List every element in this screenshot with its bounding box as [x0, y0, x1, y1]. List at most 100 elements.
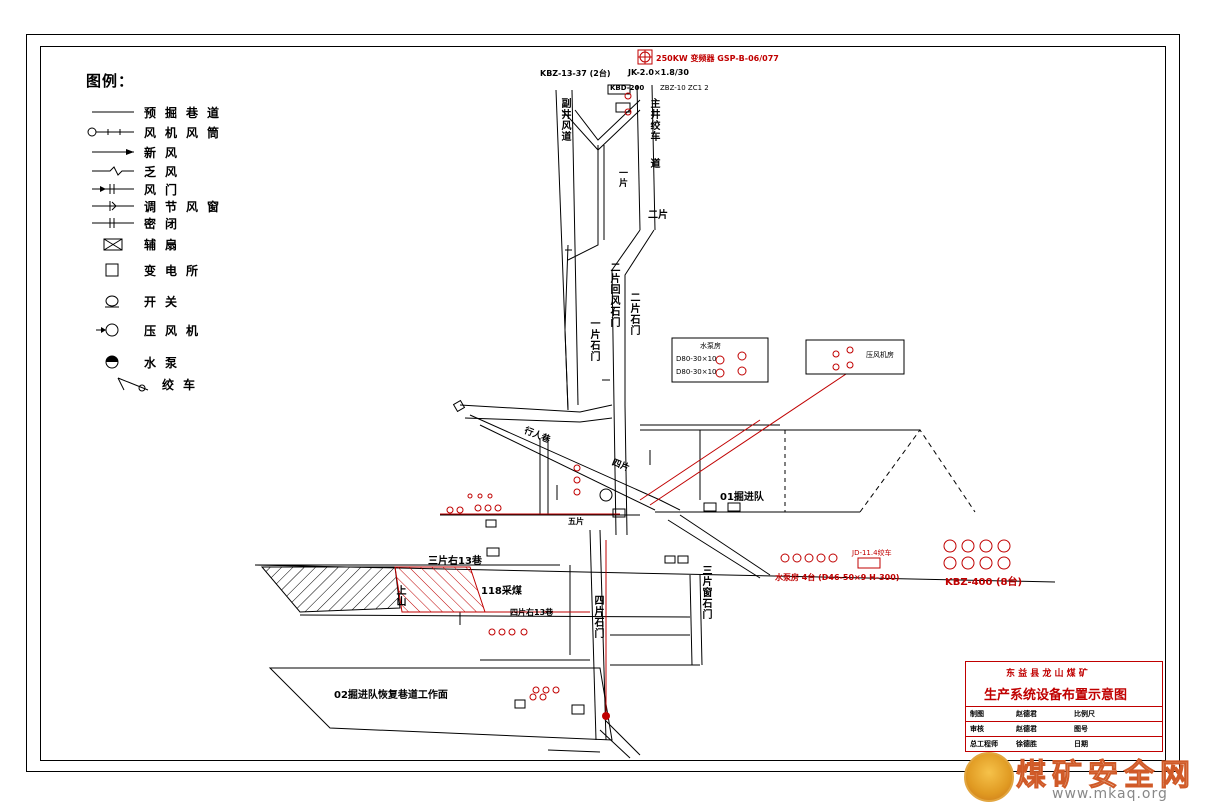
shangshan-label: 上山 — [394, 585, 405, 607]
legend-item-label: 乏风 — [144, 164, 187, 179]
auxiliary-fan-icon — [86, 236, 138, 252]
legend-item-label: 变电所 — [144, 263, 208, 278]
wupian-label: 五片 — [568, 517, 584, 526]
legend-item-label: 风门 — [144, 182, 187, 197]
compressor-room-box — [805, 339, 905, 375]
legend-item-label: 预掘巷道 — [144, 105, 229, 120]
kbz400-switch-cluster — [780, 539, 1011, 570]
main-winch-label: 主井绞车 — [648, 98, 659, 142]
legend-item-label: 密闭 — [144, 216, 187, 231]
pump-box-title: 水泵房 — [700, 342, 721, 350]
switch-row-icons — [446, 92, 632, 514]
kbd-label: KBD-200 — [610, 84, 645, 92]
caimei-118-label: 118采煤 — [481, 586, 522, 597]
hatched-area-black — [260, 566, 401, 613]
pian2-return-label: 二片回风石门 — [608, 262, 619, 328]
compressor-icon — [86, 322, 138, 338]
jk-label: JK-2.0×1.8/30 — [628, 68, 689, 77]
pian3-xian-label: 三片窗石门 — [700, 565, 711, 620]
hatched-area-red — [394, 566, 486, 613]
legend-item: 调节风窗 — [86, 198, 228, 214]
jd-note-label: JD-11.4绞车 — [852, 549, 892, 557]
lower-tunnels — [254, 529, 1056, 759]
legend-item: 水泵 — [86, 354, 186, 370]
title-block: 东 益 县 龙 山 煤 矿 生产系统设备布置示意图 制图赵德君比例尺审核赵德君图… — [965, 661, 1163, 752]
switch-icon — [86, 293, 138, 309]
misc-top-label: ZBZ-10 ZC1 2 — [660, 84, 709, 92]
air-door-markers — [452, 249, 651, 500]
substation-icon — [86, 262, 138, 278]
legend-item: 乏风 — [86, 163, 186, 179]
legend-item: 变电所 — [86, 262, 207, 278]
watermark-emblem-icon — [964, 752, 1014, 802]
road-label: 道 — [648, 158, 659, 169]
legend-item: 开关 — [86, 293, 186, 309]
kbz400-label: KBZ-400 (8台) — [945, 577, 1023, 588]
legend-item: 压风机 — [86, 322, 207, 338]
equipment-icons — [485, 84, 741, 715]
air-door-icon — [86, 181, 138, 197]
watermark-name: 煤矿安全网 — [1016, 758, 1196, 794]
yipian-label: 一片 — [617, 168, 627, 188]
title-block-cell: 赵德君 — [1016, 725, 1037, 733]
title-block-cell: 赵德君 — [1016, 710, 1037, 718]
legend-item-label: 绞车 — [162, 377, 205, 392]
title-block-title: 生产系统设备布置示意图 — [984, 688, 1128, 703]
kbz-label: KBZ-13-37 (2台) — [540, 69, 611, 78]
lower-switch-groups — [488, 346, 854, 701]
legend-item-label: 新风 — [144, 145, 187, 160]
legend-item-label: 水泵 — [144, 355, 187, 370]
drawing-frame-outer — [26, 34, 1180, 772]
pump-box-line1: D80-30×10 — [676, 355, 717, 363]
title-block-cell: 总工程师 — [970, 740, 998, 748]
title-block-cell: 徐德胜 — [1016, 740, 1037, 748]
legend-item: 风门 — [86, 181, 186, 197]
fan-duct-icon — [86, 124, 138, 140]
pian2-shimen-label: 二片石门 — [628, 292, 639, 336]
water-pump-icon — [86, 354, 138, 370]
legend-item: 辅扇 — [86, 236, 186, 252]
legend-item: 风机风筒 — [86, 124, 228, 140]
title-block-cell: 图号 — [1074, 725, 1088, 733]
pump-room-box — [671, 337, 769, 383]
title-block-cell: 日期 — [1074, 740, 1088, 748]
regulator-window-icon — [86, 198, 138, 214]
junction-tunnels — [440, 404, 920, 579]
transformer-icon — [637, 49, 653, 65]
drawing-frame-inner — [40, 46, 1166, 761]
pian1-shimen-label: 一片石门 — [588, 318, 599, 362]
power-lines — [440, 365, 859, 712]
seal-icon — [86, 215, 138, 231]
dashed-triangle — [859, 429, 976, 513]
return-air-arrow-icon — [86, 163, 138, 179]
legend-item-label: 辅扇 — [144, 237, 187, 252]
transformer-label: 250KW 变频器 GSP-B-06/077 — [656, 54, 779, 63]
legend-item: 密闭 — [86, 215, 186, 231]
dig-team-02-label: 02掘进队恢复巷道工作面 — [334, 690, 448, 701]
tunnel-line-icon — [86, 104, 138, 120]
legend-item: 新风 — [86, 144, 186, 160]
pump-caption-label: 水泵房 4台 (D46-50×9 H-300) — [775, 573, 900, 582]
legend-title: 图例： — [86, 72, 135, 90]
pian4-shimen-label: 四片石门 — [592, 595, 603, 639]
winch-icon — [104, 376, 156, 392]
shaft-tunnels — [555, 84, 656, 411]
fresh-air-arrow-icon — [86, 144, 138, 160]
title-block-cell: 审核 — [970, 725, 984, 733]
legend-item-label: 风机风筒 — [144, 125, 229, 140]
watermark-logo: 煤矿安全网 www.mkaq.org — [962, 746, 1202, 806]
dig-team-01-label: 01掘进队 — [720, 492, 764, 503]
legend-item: 预掘巷道 — [86, 104, 228, 120]
legend-item-label: 调节风窗 — [144, 199, 229, 214]
erpian-label: 二片 — [648, 210, 668, 221]
title-block-company: 东 益 县 龙 山 煤 矿 — [1006, 669, 1088, 679]
pump-box-line2: D80-30×10 — [676, 368, 717, 376]
legend-item-label: 压风机 — [144, 323, 208, 338]
aux-shaft-label: 副井风道 — [559, 98, 570, 142]
sanpian-13-label: 三片右13巷 — [428, 556, 482, 567]
title-block-cell: 比例尺 — [1074, 710, 1095, 718]
title-block-cell: 制图 — [970, 710, 984, 718]
legend-item-label: 开关 — [144, 294, 187, 309]
legend-item: 绞车 — [104, 376, 204, 392]
